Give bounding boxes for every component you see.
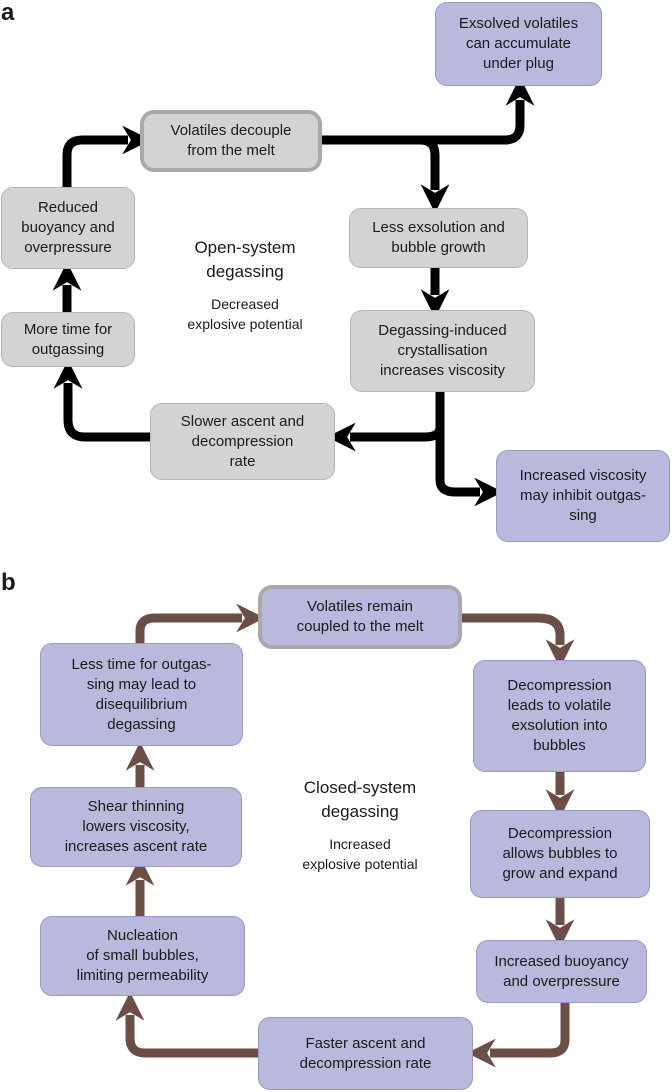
box-crystallisation: Degassing-induced crystallisation increa…	[350, 310, 535, 392]
box-exsolved-volatiles: Exsolved volatiles can accumulate under …	[435, 2, 602, 86]
box-less-time: Less time for outgas- sing may lead to d…	[40, 643, 243, 746]
arrow-b-remain-to-exsolution	[462, 613, 575, 669]
box-less-exsolution: Less exsolution and bubble growth	[349, 208, 528, 268]
panel-a-title: Open-system degassing	[194, 238, 296, 281]
arrow-a-cryst-to-viscosity	[435, 392, 504, 507]
box-nucleation: Nucleation of small bubbles, limiting pe…	[40, 916, 245, 996]
panel-b-title: Closed-system degassing	[303, 778, 417, 821]
box-increased-buoyancy: Increased buoyancy and overpressure	[476, 940, 647, 1003]
box-reduced-buoyancy: Reduced buoyancy and overpressure	[1, 187, 135, 269]
box-faster-ascent: Faster ascent and decompression rate	[258, 1017, 473, 1090]
arrow-b-lesstime-to-remain	[135, 603, 266, 643]
arrow-b-faster-to-nucleation	[115, 991, 260, 1058]
box-decompression-bubbles: Decompression allows bubbles to grow and…	[470, 810, 650, 898]
box-shear-thinning: Shear thinning lowers viscosity, increas…	[30, 787, 242, 867]
arrow-a-buoyancy-to-decouple	[62, 125, 152, 187]
arrow-b-buoyancy-to-faster	[466, 1003, 570, 1068]
panel-b-label: b	[1, 569, 16, 596]
box-volatiles-decouple: Volatiles decouple from the melt	[140, 110, 322, 172]
box-decompression-exsolution: Decompression leads to volatile exsoluti…	[473, 660, 646, 772]
arrow-a-cryst-to-slower	[326, 392, 445, 452]
arrow-a-slower-to-moretime	[53, 359, 150, 442]
box-more-time: More time for outgassing	[1, 312, 135, 367]
panel-a-label: a	[1, 0, 15, 26]
arrow-a-decouple-to-less-exsolution	[415, 135, 470, 214]
box-slower-ascent: Slower ascent and decompression rate	[150, 403, 335, 480]
box-increased-viscosity: Increased viscosity may inhibit outgas- …	[496, 450, 670, 542]
panel-b-subtitle: Increased explosive potential	[302, 836, 418, 872]
box-volatiles-remain: Volatiles remain coupled to the melt	[258, 585, 462, 649]
panel-a-subtitle: Decreased explosive potential	[187, 296, 303, 332]
arrow-a-decouple-to-exsolved	[320, 76, 535, 145]
